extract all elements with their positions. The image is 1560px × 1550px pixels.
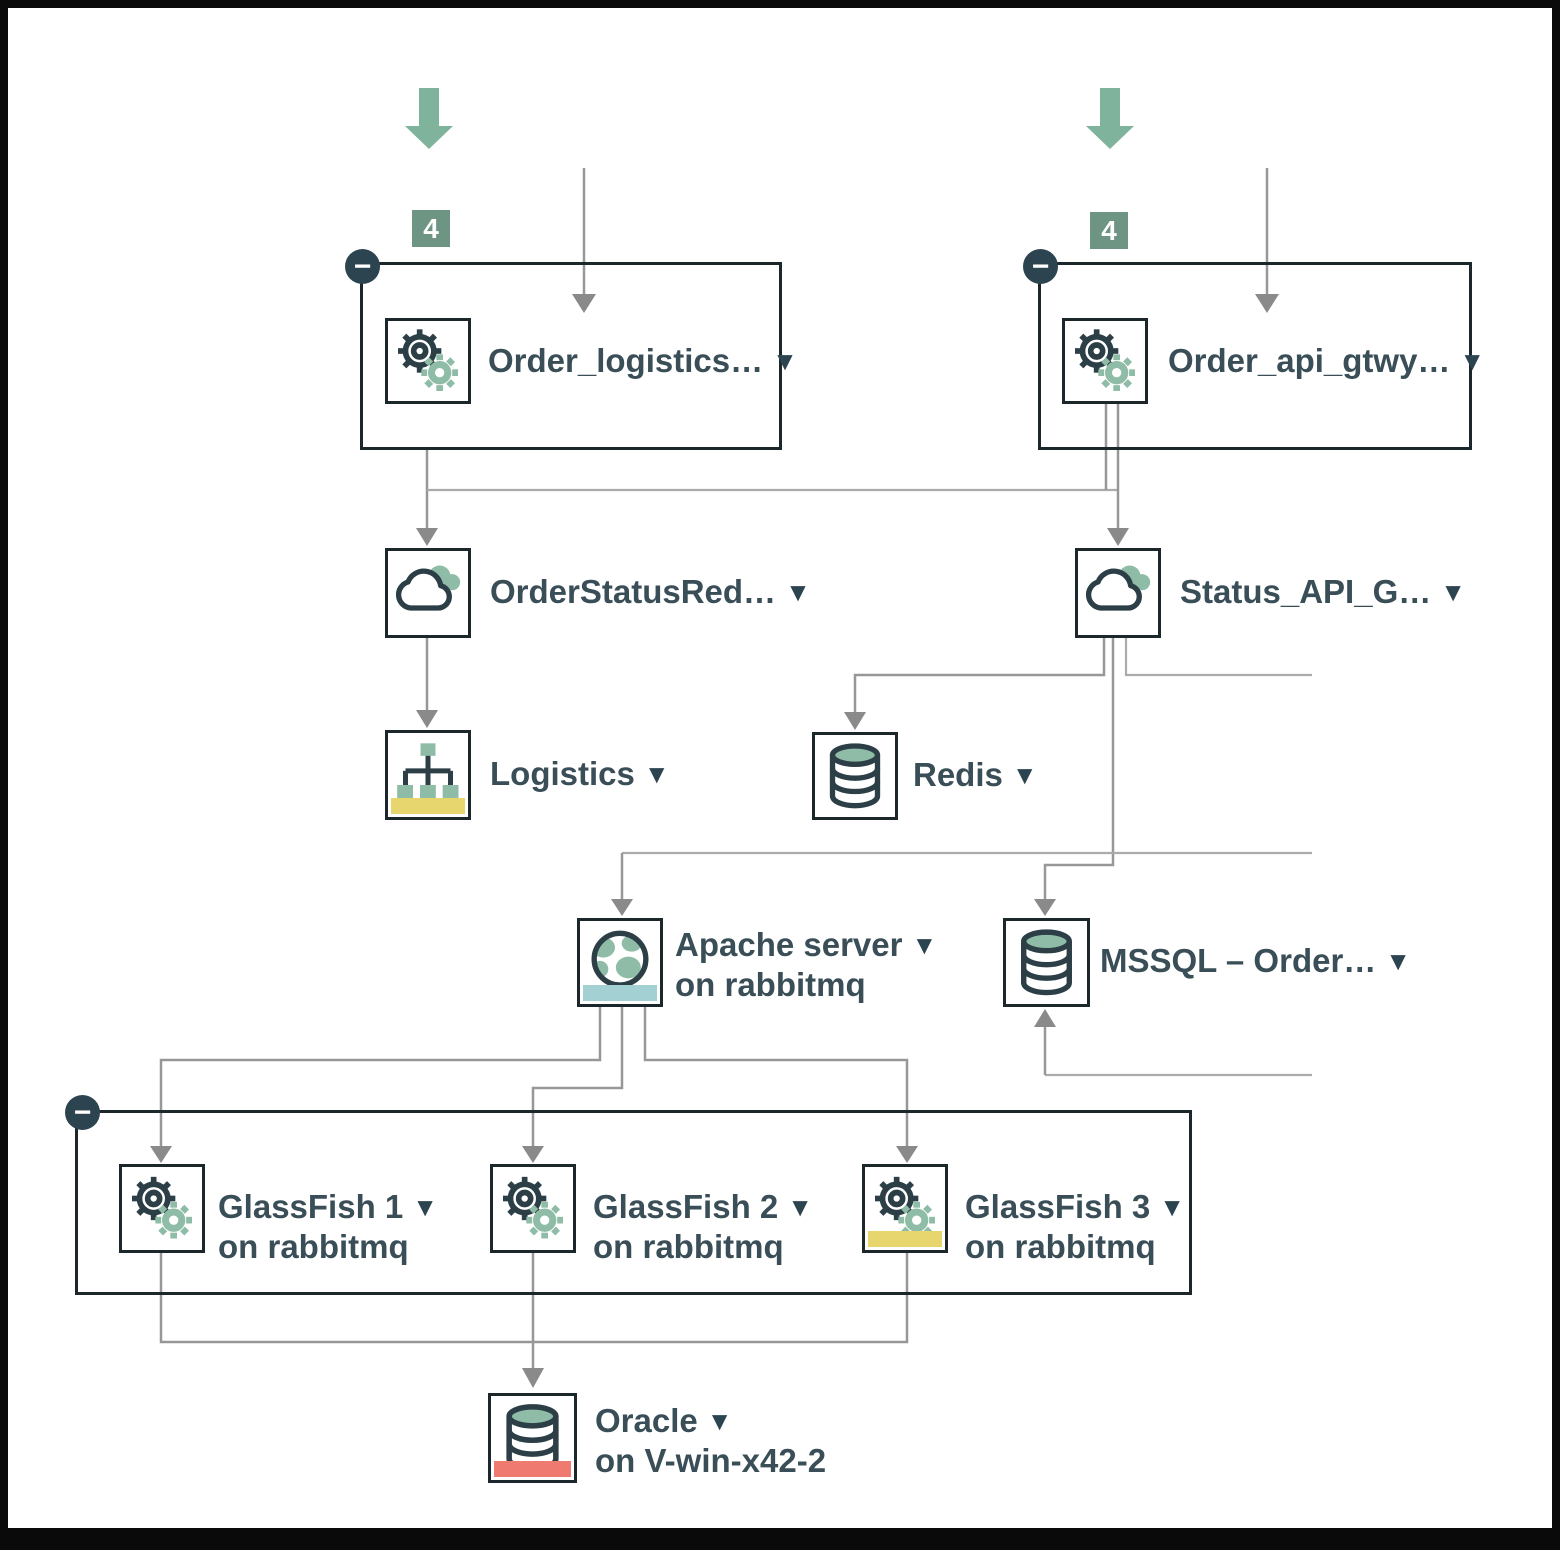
dropdown-icon[interactable]: ▼ xyxy=(1011,760,1038,790)
group-box-glassfish-cluster xyxy=(75,1110,1192,1295)
collapse-button[interactable]: − xyxy=(345,249,380,284)
dropdown-icon[interactable]: ▼ xyxy=(772,346,798,376)
node-sublabel-glassfish3: on rabbitmq xyxy=(965,1228,1156,1265)
service-gears-icon xyxy=(493,1167,573,1250)
group-box-order-logistics xyxy=(360,262,782,450)
node-label-order-status-red[interactable]: OrderStatusRed…▼ xyxy=(490,573,811,610)
status-bar-info xyxy=(583,985,657,1001)
node-glassfish3[interactable] xyxy=(862,1164,948,1253)
collapse-button[interactable]: − xyxy=(1023,249,1058,284)
diagram-canvas xyxy=(8,8,1552,1528)
minus-icon: − xyxy=(353,249,372,283)
node-mssql[interactable] xyxy=(1003,918,1090,1007)
dropdown-icon[interactable]: ▼ xyxy=(1440,577,1466,607)
node-order-api-gtwy[interactable] xyxy=(1062,318,1148,404)
dropdown-icon[interactable]: ▼ xyxy=(643,759,670,789)
dropdown-icon[interactable]: ▼ xyxy=(1459,346,1486,376)
status-bar-critical xyxy=(494,1461,571,1477)
dropdown-icon[interactable]: ▼ xyxy=(1385,946,1412,976)
node-sublabel-glassfish1: on rabbitmq xyxy=(218,1228,409,1265)
node-glassfish1[interactable] xyxy=(119,1164,205,1253)
dropdown-icon[interactable]: ▼ xyxy=(911,930,938,960)
instance-count-badge: 4 xyxy=(412,210,450,247)
group-box-order-api-gtwy xyxy=(1038,262,1472,450)
node-label-mssql[interactable]: MSSQL – Order…▼ xyxy=(1100,942,1412,979)
database-icon xyxy=(1006,921,1087,1004)
incoming-traffic-arrow xyxy=(1086,88,1134,149)
incoming-traffic-arrow xyxy=(405,88,453,149)
node-label-glassfish3[interactable]: GlassFish 3▼ on rabbitmq xyxy=(965,1188,1185,1265)
node-order-status-red[interactable] xyxy=(385,548,471,638)
database-icon xyxy=(815,735,895,817)
service-gears-icon xyxy=(122,1167,202,1250)
minus-icon: − xyxy=(1031,249,1050,283)
node-redis[interactable] xyxy=(812,732,898,820)
node-apache[interactable] xyxy=(577,918,663,1007)
cloud-service-icon xyxy=(1078,551,1158,635)
dropdown-icon[interactable]: ▼ xyxy=(785,577,811,607)
node-order-logistics[interactable] xyxy=(385,318,471,404)
node-sublabel-apache: on rabbitmq xyxy=(675,966,866,1003)
cloud-service-icon xyxy=(388,551,468,635)
dropdown-icon[interactable]: ▼ xyxy=(787,1192,813,1222)
status-bar-warning xyxy=(391,798,465,814)
node-status-api-g[interactable] xyxy=(1075,548,1161,638)
node-glassfish2[interactable] xyxy=(490,1164,576,1253)
node-label-status-api-g[interactable]: Status_API_G…▼ xyxy=(1180,573,1466,610)
node-label-order-logistics[interactable]: Order_logistics…▼ xyxy=(488,342,798,379)
node-label-order-api-gtwy[interactable]: Order_api_gtwy…▼ xyxy=(1168,342,1486,379)
service-gears-icon xyxy=(388,321,468,401)
dropdown-icon[interactable]: ▼ xyxy=(1159,1192,1185,1222)
dropdown-icon[interactable]: ▼ xyxy=(706,1406,733,1436)
node-label-glassfish2[interactable]: GlassFish 2▼ on rabbitmq xyxy=(593,1188,813,1265)
node-label-apache[interactable]: Apache server▼ on rabbitmq xyxy=(675,926,938,1003)
instance-count-badge: 4 xyxy=(1090,212,1128,249)
node-sublabel-oracle: on V-win-x42-2 xyxy=(595,1442,827,1479)
minus-icon: − xyxy=(73,1095,92,1129)
node-logistics[interactable] xyxy=(385,730,471,820)
node-label-redis[interactable]: Redis▼ xyxy=(913,756,1038,793)
node-oracle[interactable] xyxy=(488,1393,577,1483)
node-label-glassfish1[interactable]: GlassFish 1▼ on rabbitmq xyxy=(218,1188,438,1265)
node-label-logistics[interactable]: Logistics▼ xyxy=(490,755,670,792)
status-bar-warning xyxy=(868,1231,942,1247)
node-label-oracle[interactable]: Oracle▼ on V-win-x42-2 xyxy=(595,1402,827,1479)
node-sublabel-glassfish2: on rabbitmq xyxy=(593,1228,784,1265)
collapse-button[interactable]: − xyxy=(65,1095,100,1130)
dropdown-icon[interactable]: ▼ xyxy=(412,1192,438,1222)
service-gears-icon xyxy=(1065,321,1145,401)
